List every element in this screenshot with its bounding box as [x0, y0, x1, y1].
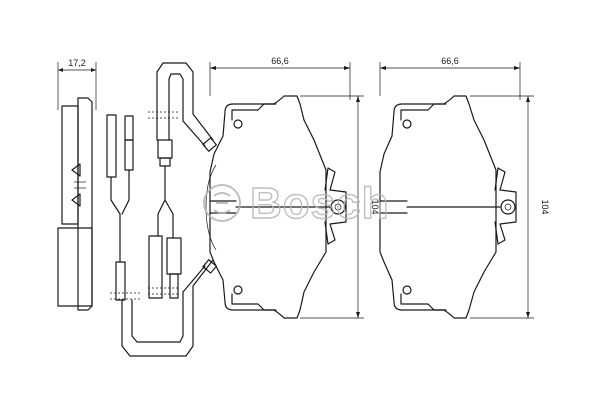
dimension-width-2-label: 66,6 [441, 56, 459, 66]
pad-front-view-1 [202, 95, 331, 319]
dimension-width-1-label: 66,6 [271, 56, 289, 66]
anti-rattle-spring-1 [324, 167, 347, 245]
wear-sensor-right [148, 111, 182, 299]
pad-front-view-2 [379, 95, 501, 319]
dimension-height-1-label: 104 [370, 199, 380, 214]
dimension-width-1: 66,6 [209, 56, 351, 100]
bosch-watermark: Bosch [203, 178, 389, 229]
bosch-watermark-text: Bosch [250, 179, 389, 228]
dimension-width-2: 66,6 [379, 56, 521, 100]
wear-sensor-left [106, 114, 140, 301]
dimension-thickness-label: 17,2 [68, 58, 86, 68]
dimension-height-2-label: 104 [540, 199, 550, 214]
dimension-height-2: 104 [470, 95, 550, 319]
sensor-wire-loop [121, 62, 214, 357]
dimension-height-1: 104 [300, 95, 380, 319]
pad-side-view [57, 97, 93, 311]
anti-rattle-spring-2 [494, 167, 517, 245]
bosch-logo-icon [203, 184, 241, 222]
dimension-thickness: 17,2 [57, 58, 97, 110]
